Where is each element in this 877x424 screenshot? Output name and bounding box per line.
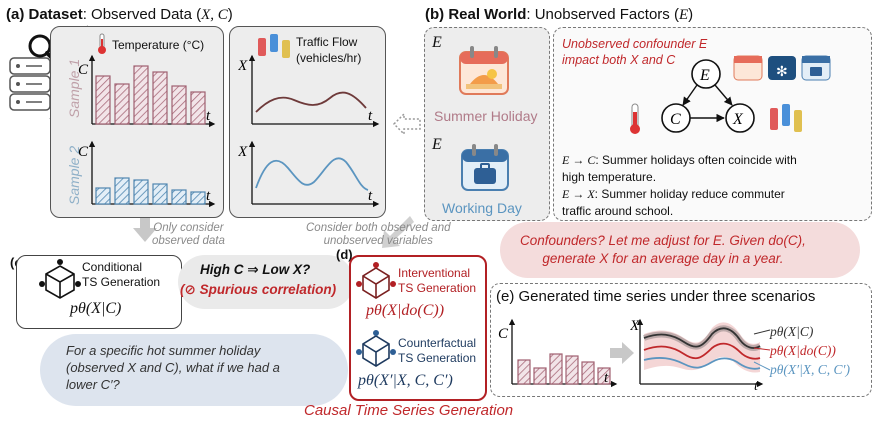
cube-network-icon [39,259,81,299]
panel-e-title: (e) Generated time series under three sc… [496,288,816,305]
svg-text:X: X [238,144,248,160]
small-calendars-icon: ✻ [733,55,831,81]
svg-text:✻: ✻ [776,65,788,80]
sample1-temperature-chart: C t [78,54,216,128]
counterfactual-formula: pθ(X′|X, C, C′) [358,372,453,389]
bar [95,187,111,205]
interventional-formula: pθ(X|do(C)) [366,302,445,319]
series-conditional [643,327,761,349]
counterfactual-bubble [40,334,348,406]
svg-text:t: t [604,370,609,386]
bar [171,189,187,205]
legend-conditional: pθ(X|C) [770,324,814,339]
panel-d-label: (d) [336,247,353,262]
legend-counterfactual: pθ(X′|X, C, C′) [770,362,850,377]
bar [95,75,111,125]
prohibited-icon: ⊘ [184,282,200,297]
bar [533,367,547,385]
causal-ts-footer: Causal Time Series Generation [304,402,514,419]
bar [133,179,149,205]
svg-text:X: X [732,111,744,128]
down-arrow-a [133,218,157,242]
svg-text:t: t [368,188,373,204]
svg-text:X: X [630,318,640,334]
svg-text:C: C [498,326,509,342]
bar [114,177,130,205]
summer-calendar-icon [459,46,509,95]
traffic-label: Traffic Flow(vehicles/hr) [296,35,362,65]
sample1-traffic-chart: X t [238,54,380,128]
svg-text:t: t [368,108,373,124]
working-day-label: Working Day [442,200,522,216]
bar [597,367,611,385]
working-calendar-icon [461,144,509,191]
panel-e-series-chart: X t [630,318,764,392]
summer-holiday-label: Summer Holiday [434,108,538,124]
e-label-1: E [432,34,442,51]
sample2-temperature-chart: C t [78,140,216,208]
diagonal-arrow-b [382,216,414,248]
legend-pointers [753,329,771,371]
svg-text:t: t [206,188,211,204]
traffic-line-sample2 [255,157,369,191]
sample2-traffic-chart: X t [238,140,380,208]
counterfactual-question: For a specific hot summer holiday(observ… [66,343,280,392]
bar [114,83,130,125]
bar [565,355,579,385]
conditional-box [16,255,182,329]
axis-c-label: C [78,62,89,78]
svg-text:C: C [78,144,89,160]
spurious-correlation-text: (⊘ Spurious correlation) [180,282,337,297]
traffic-lights-icon [258,34,290,58]
svg-text:C: C [670,111,681,128]
causal-graph: E C X [630,59,802,134]
e-label-2: E [432,136,442,153]
bar [190,91,206,125]
series-counterfactual [643,357,761,370]
right-arrow-e [610,342,634,364]
bar [549,353,563,385]
svg-text:E: E [699,67,710,84]
panel-e-legend: pθ(X|C) pθ(X|do(C)) pθ(X′|X, C, C′) [770,322,850,379]
node-x [725,103,755,133]
bar [152,71,168,125]
bar [171,85,187,125]
interventional-cube-icon [356,262,396,299]
panel-b-title: (b) Real World: Unobserved Factors (E) [425,6,694,23]
thermometer-icon [98,33,106,54]
bar [517,359,531,385]
panel-a-title: (a) Dataset: Observed Data (X, C) [6,6,233,23]
traffic-line-sample1 [255,91,367,113]
panel-e-bar-chart: C t [498,318,618,388]
counterfactual-cube-icon [356,330,396,367]
spurious-bubble [178,255,354,309]
legend-interventional: pθ(X|do(C)) [770,343,836,358]
confounder-bubble [500,222,860,278]
left-hollow-arrow [392,112,421,136]
relation-text: E → C: Summer holidays often coincide wi… [562,153,797,218]
temperature-label: Temperature (°C) [112,38,205,52]
bar [581,361,595,385]
series-interventional [643,342,761,360]
high-c-question: High C ⇒ Low X? [200,262,311,277]
axis-t-label: t [206,108,211,124]
svg-text:t: t [754,379,759,392]
causal-generation-box [349,255,487,401]
confounder-question: Confounders? Let me adjust for E. Given … [520,233,806,266]
svg-text:X: X [238,58,248,74]
bar [190,191,206,205]
bar [133,65,149,125]
bar [152,183,168,205]
conditional-formula: pθ(X|C) [70,300,122,317]
node-e [691,59,721,89]
